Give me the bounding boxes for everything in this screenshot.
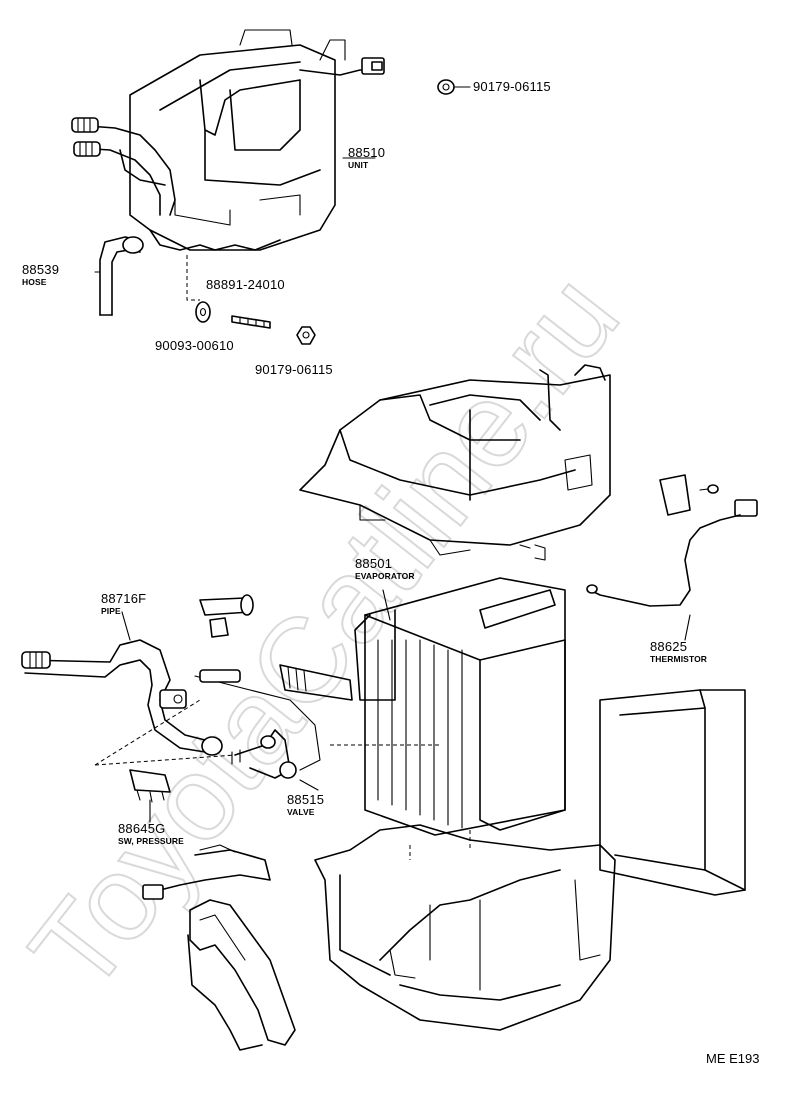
thermistor-drawing xyxy=(586,474,758,607)
clip-top-drawing xyxy=(437,79,455,95)
part-label-hose: 88539 HOSE xyxy=(22,263,59,287)
part-number: 88501 xyxy=(355,556,393,571)
pipe-drawing xyxy=(21,594,254,756)
part-number: 90179-06115 xyxy=(255,362,333,377)
part-number: 88891-24010 xyxy=(206,277,285,292)
evaporator-drawing xyxy=(279,577,566,860)
washer-drawing xyxy=(195,301,211,323)
part-label-clip-bottom: 90179-06115 xyxy=(255,362,333,378)
part-label-stud: 88891-24010 xyxy=(206,277,285,293)
unit-drawing xyxy=(71,29,385,301)
part-number: 88625 xyxy=(650,639,688,654)
duct-drawing xyxy=(187,899,296,1051)
part-label-valve: 88515 VALVE xyxy=(287,793,324,817)
part-number: 88515 xyxy=(287,792,325,807)
part-number: 90093-00610 xyxy=(155,338,234,353)
part-label-unit: 88510 UNIT xyxy=(348,146,385,170)
hose-drawing xyxy=(99,236,144,316)
part-number: 88510 xyxy=(348,145,386,160)
seal-frame-drawing xyxy=(599,689,746,896)
part-number: 88645G xyxy=(118,821,166,836)
stud-drawing xyxy=(231,315,271,329)
part-name: HOSE xyxy=(22,277,47,287)
part-number: 88716F xyxy=(101,591,147,606)
part-number: 88539 xyxy=(22,262,60,277)
figure-code: ME E193 xyxy=(706,1051,760,1066)
part-label-thermistor: 88625 THERMISTOR xyxy=(650,640,707,664)
part-label-clip-top: 90179-06115 xyxy=(473,79,551,95)
upper-case-drawing xyxy=(299,364,611,561)
pressure-switch-drawing xyxy=(129,769,271,900)
part-label-washer: 90093-00610 xyxy=(155,338,234,354)
part-label-evaporator: 88501 EVAPORATOR xyxy=(355,557,415,581)
part-name: PIPE xyxy=(101,606,121,616)
part-name: EVAPORATOR xyxy=(355,571,415,581)
clip-bottom-drawing xyxy=(296,326,316,345)
part-number: 90179-06115 xyxy=(473,79,551,94)
part-name: VALVE xyxy=(287,807,315,817)
lower-case-drawing xyxy=(314,824,616,1031)
part-label-pressure-switch: 88645G SW, PRESSURE xyxy=(118,822,184,846)
part-label-pipe: 88716F PIPE xyxy=(101,592,146,616)
valve-drawing xyxy=(94,669,321,779)
leader-lines xyxy=(94,86,691,823)
part-name: THERMISTOR xyxy=(650,654,708,664)
part-name: UNIT xyxy=(348,160,369,170)
part-name: SW, PRESSURE xyxy=(118,836,184,846)
